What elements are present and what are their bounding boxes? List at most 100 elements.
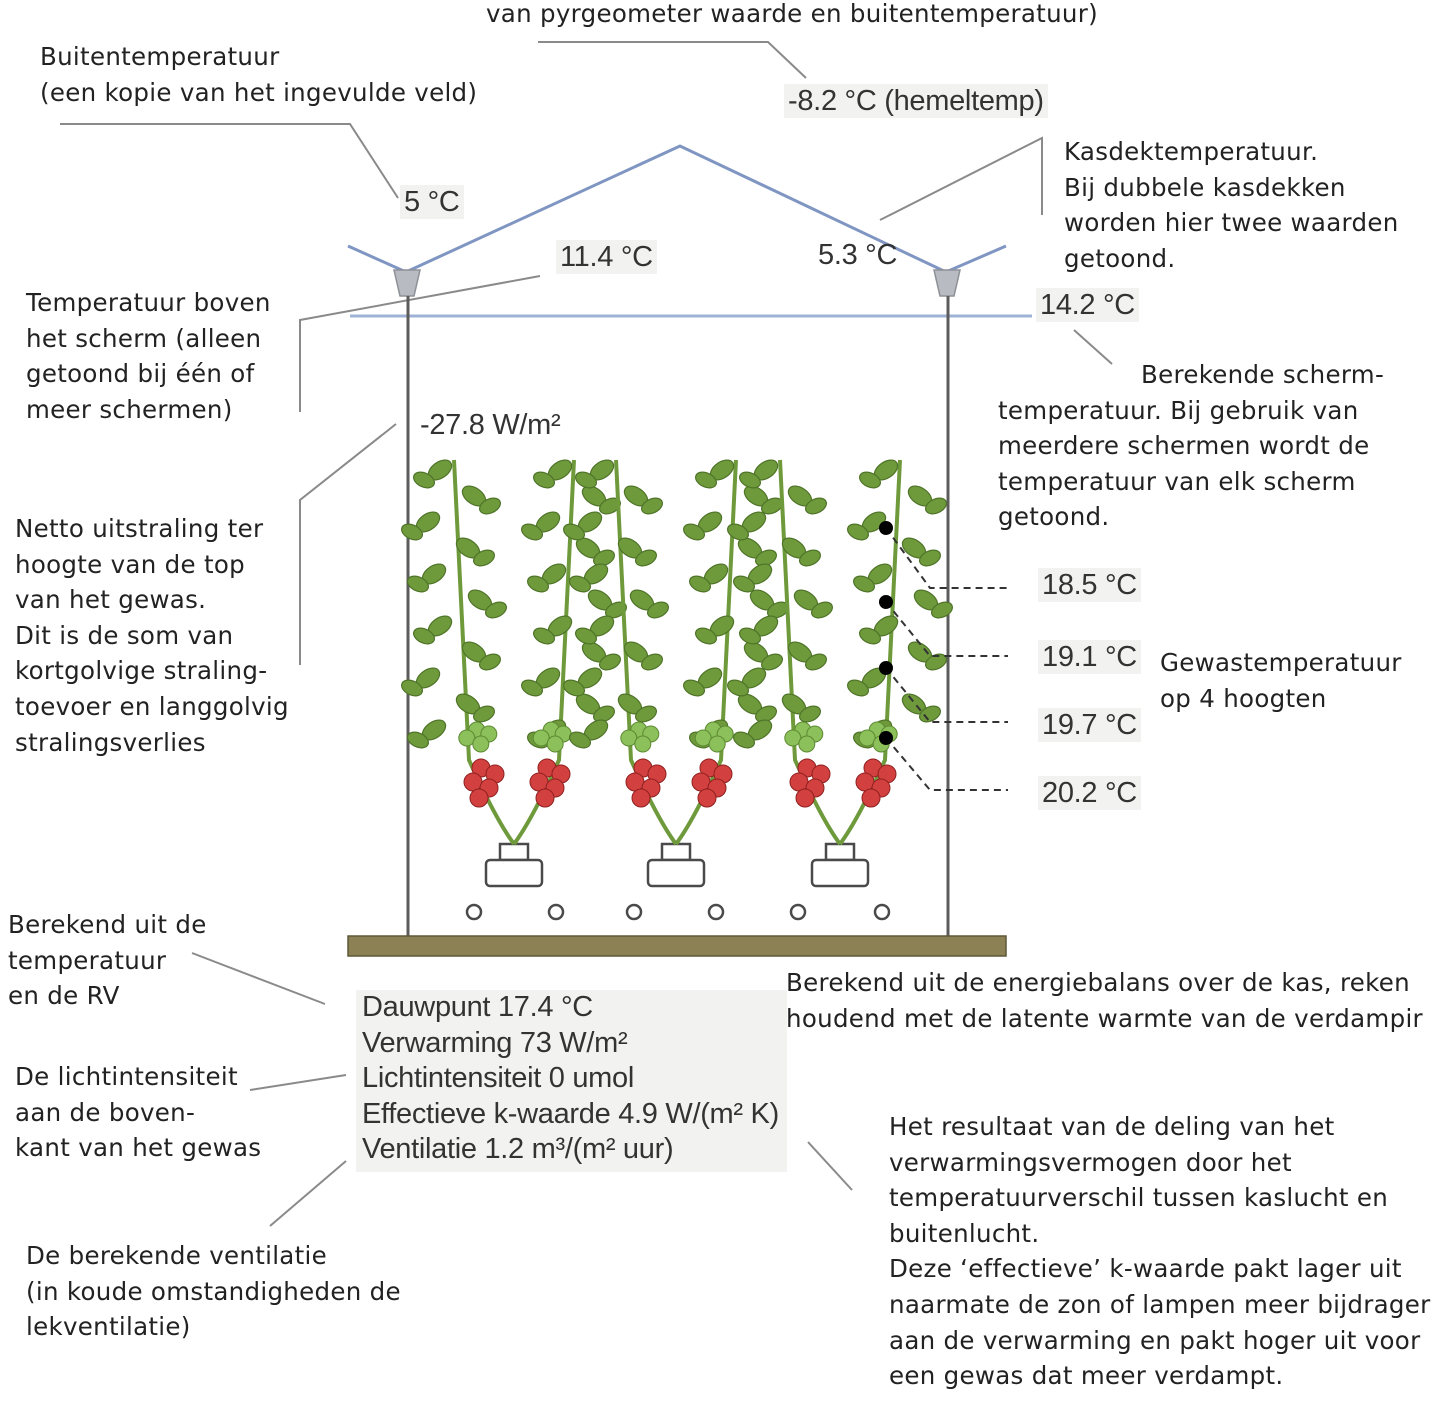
crop-temp-value-4: 20.2 °C <box>1038 776 1141 810</box>
leaf <box>593 705 615 723</box>
leaf <box>811 601 833 619</box>
note-line: De berekende ventilatie <box>26 1241 328 1270</box>
leaf <box>847 523 869 541</box>
note-line: Buitentemperatuur <box>40 42 280 71</box>
heating-pipes <box>465 903 891 921</box>
note-line: lekventilatie) <box>26 1312 191 1342</box>
leaf <box>533 471 555 489</box>
leaf <box>605 601 627 619</box>
leaf <box>473 549 495 567</box>
note-line: getoond bij één of <box>26 359 255 389</box>
leader-radiation <box>299 423 397 665</box>
sky-temp-value: -8.2 °C (hemeltemp) <box>784 84 1048 118</box>
leader-ventilation <box>269 1160 347 1227</box>
sky-note-line: van pyrgeometer waarde en buitentemperat… <box>486 0 1098 28</box>
greenhouse-roof <box>347 144 1007 274</box>
light-intensity-value: Lichtintensiteit 0 umol <box>362 1062 634 1094</box>
note-line: Bij dubbele kasdekken <box>1064 172 1346 202</box>
leaf <box>919 549 941 567</box>
note-line: Dit is de som van <box>15 620 234 650</box>
dewpoint-value: Dauwpunt 17.4 °C <box>362 991 593 1023</box>
note-line: een gewas dat meer verdampt. <box>889 1361 1284 1391</box>
leaf <box>599 653 621 671</box>
leaf <box>413 627 435 645</box>
note-line: Temperatuur boven <box>26 288 271 317</box>
above-screen-note: Temperatuur boven het scherm (alleen get… <box>26 285 271 427</box>
red-fruit <box>469 788 489 808</box>
note-line: De lichtintensiteit <box>15 1062 238 1091</box>
note-line: temperatuur van elk scherm <box>998 466 1356 496</box>
leaf <box>683 679 705 697</box>
net-radiation-value: -27.8 W/m² <box>420 409 561 441</box>
note-line: het scherm (alleen <box>26 323 262 353</box>
roof-temp-note: Kasdektemperatuur. Bij dubbele kasdekken… <box>1064 134 1399 276</box>
leader-lines <box>60 41 1113 1227</box>
stem <box>838 459 902 846</box>
leaf <box>593 549 615 567</box>
tomato-crop <box>401 459 953 846</box>
leaf <box>479 653 501 671</box>
leaf <box>575 471 597 489</box>
leaf <box>931 601 953 619</box>
leaf <box>727 679 749 697</box>
leaf <box>925 497 947 515</box>
leaf <box>641 497 663 515</box>
green-fruit <box>546 735 564 753</box>
note-line: getoond. <box>1064 243 1176 273</box>
leaf <box>689 575 711 593</box>
red-fruit <box>789 772 809 792</box>
stats-panel: Dauwpunt 17.4 °C Verwarming 73 W/m² Lich… <box>356 990 787 1172</box>
gutters <box>393 269 961 297</box>
note-line: meerdere schermen wordt de <box>998 431 1370 461</box>
note-line: worden hier twee waarden <box>1064 208 1399 238</box>
crop-sensor-4 <box>879 731 893 745</box>
leader-kvalue <box>807 1141 853 1191</box>
sky-temp-note: van pyrgeometer waarde en buitentemperat… <box>486 0 1098 32</box>
k-value: Effectieve k-waarde 4.9 W/(m² K) <box>362 1097 779 1130</box>
leaf <box>569 575 591 593</box>
leader-roof <box>879 136 1043 221</box>
leaf <box>641 653 663 671</box>
note-line: Berekend uit de energiebalans over de ka… <box>786 968 1410 997</box>
leaf <box>635 549 657 567</box>
leaf <box>761 653 783 671</box>
red-fruit <box>529 772 549 792</box>
leaf <box>683 523 705 541</box>
crop-sensor-3 <box>879 661 893 675</box>
leaf <box>563 679 585 697</box>
note-line: meer schermen) <box>26 394 233 424</box>
crop-temp-note: Gewastemperatuur op 4 hoogten <box>1160 645 1402 716</box>
crop-sensor-leaders <box>885 527 1008 791</box>
note-line: Netto uitstraling ter <box>15 514 264 543</box>
leaf <box>799 705 821 723</box>
crop-temp-value-3: 19.7 °C <box>1038 708 1141 742</box>
note-line: op 4 hoogten <box>1160 683 1327 713</box>
note-line: Berekend uit de <box>8 910 207 939</box>
red-fruit <box>631 788 651 808</box>
note-line: Berekende scherm- <box>1141 360 1385 389</box>
crop-sensor-1 <box>879 521 893 535</box>
note-line: en de RV <box>8 981 120 1011</box>
leader-above-screen <box>299 275 541 412</box>
stem <box>674 459 738 846</box>
outside-temp-note: Buitentemperatuur (een kopie van het ing… <box>40 39 477 110</box>
note-line: aan de boven- <box>15 1097 196 1127</box>
net-radiation-note: Netto uitstraling ter hoogte van de top … <box>15 511 289 760</box>
leaf <box>647 601 669 619</box>
note-line: houdend met de latente warmte van de ver… <box>786 1003 1423 1033</box>
leaf <box>413 471 435 489</box>
leader-sky <box>538 41 807 79</box>
screen-temp-note: Berekende scherm- temperatuur. Bij gebru… <box>998 357 1384 535</box>
stem <box>614 459 678 846</box>
red-fruit <box>697 788 717 808</box>
leaf <box>739 471 761 489</box>
leaf <box>733 731 755 749</box>
heating-note: Berekend uit de energiebalans over de ka… <box>786 965 1423 1036</box>
note-line: (een kopie van het ingevulde veld) <box>40 77 478 107</box>
note-line: getoond. <box>998 502 1110 532</box>
leader-screen <box>1073 329 1113 365</box>
leaf <box>563 523 585 541</box>
leaf <box>859 627 881 645</box>
leaf <box>401 679 423 697</box>
green-fruit <box>798 735 816 753</box>
